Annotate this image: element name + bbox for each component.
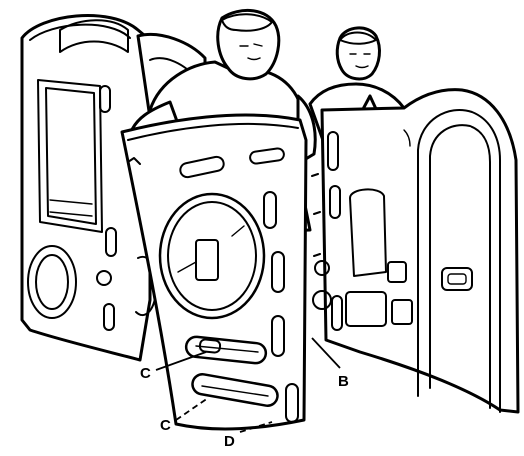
curved-wall-panel bbox=[122, 115, 320, 429]
callout-label: C bbox=[160, 417, 171, 434]
callout-label: D bbox=[224, 433, 235, 450]
right-wall-panel bbox=[313, 90, 518, 412]
left-wall-panel bbox=[22, 16, 150, 360]
callout-label: B bbox=[338, 373, 349, 390]
callout-label: C bbox=[140, 365, 151, 382]
